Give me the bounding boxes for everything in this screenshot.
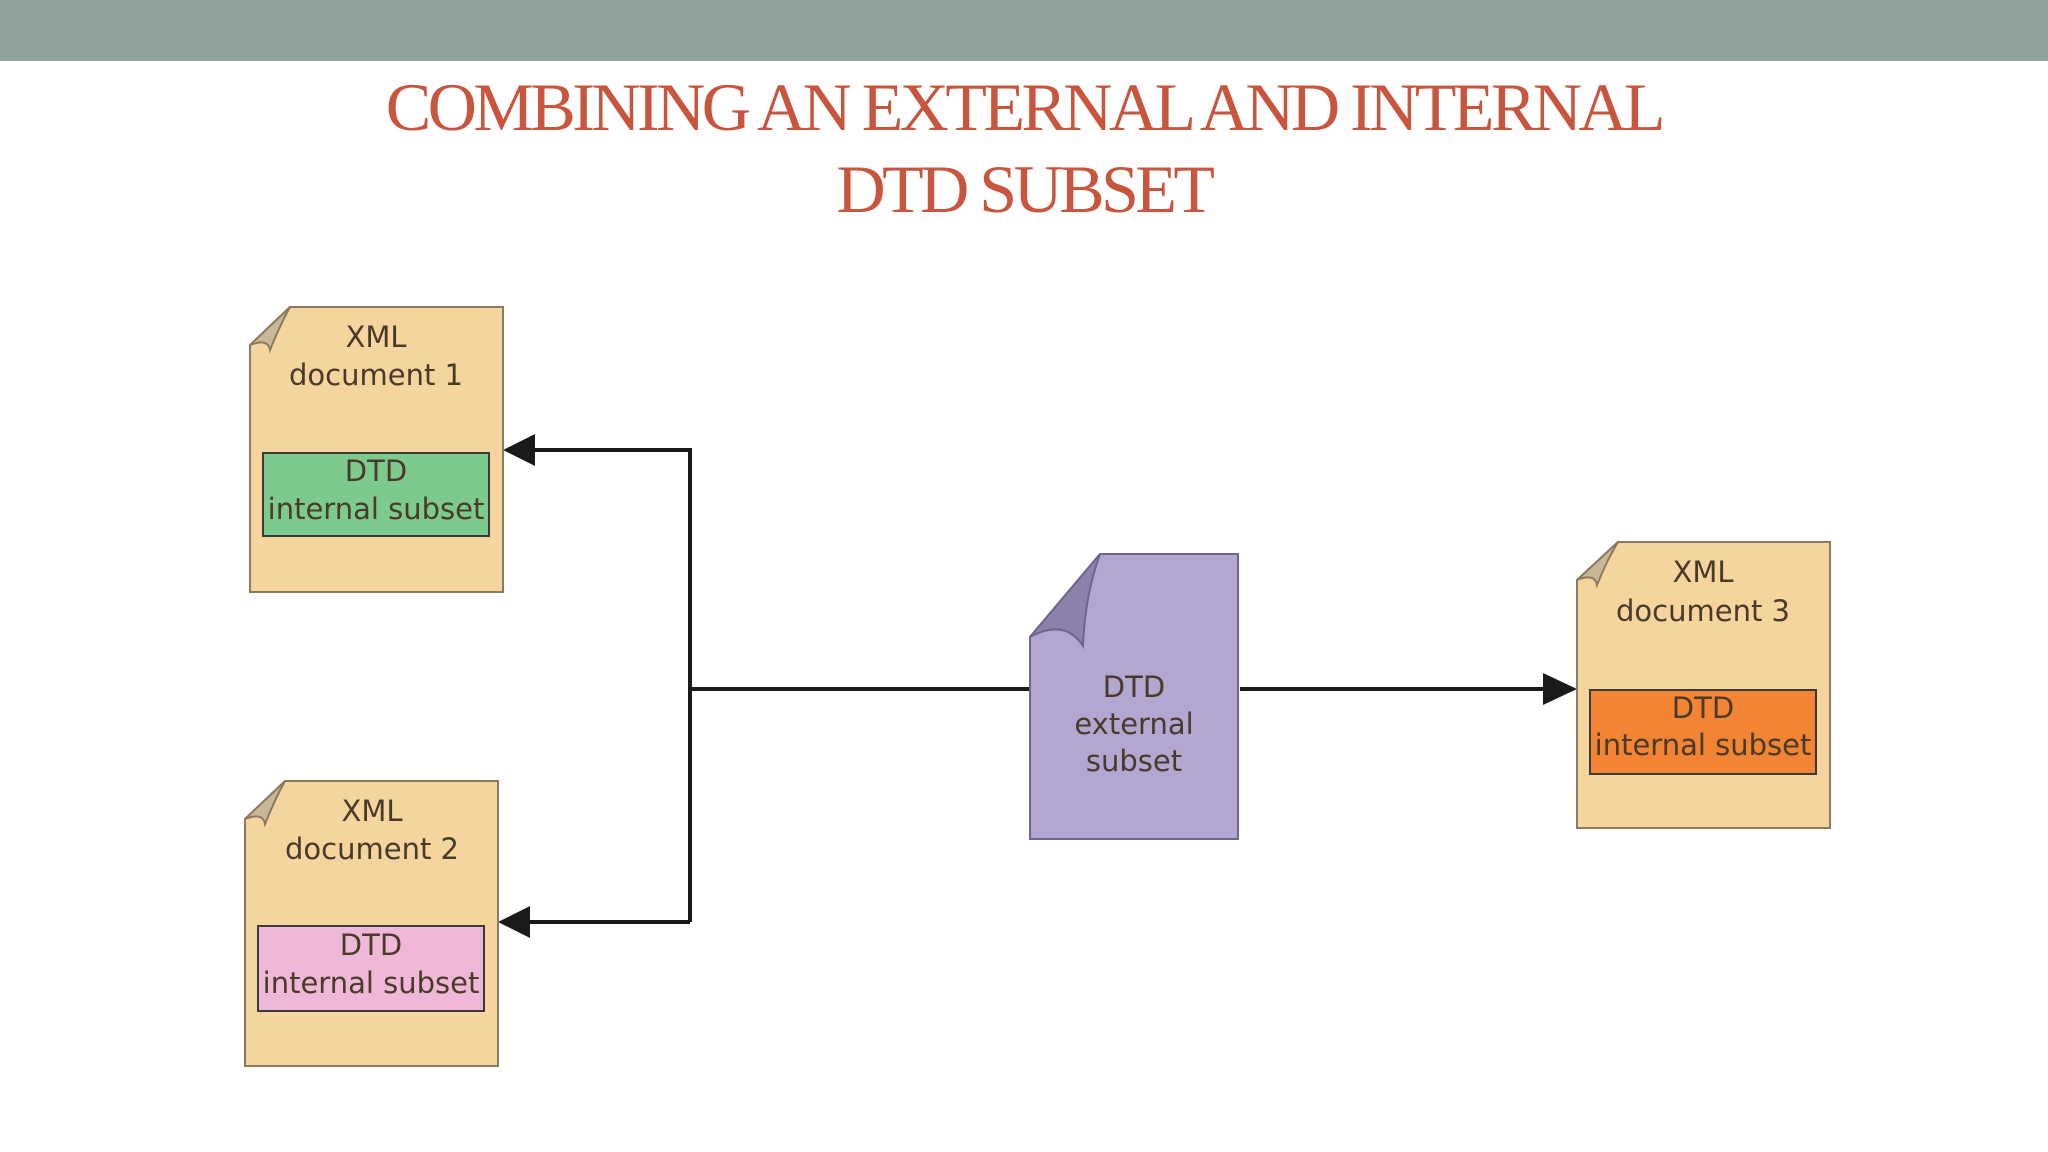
dtd-external-subset: DTD external subset (1029, 553, 1239, 840)
top-bar (0, 0, 2048, 61)
document-2-subset-line2: internal subset (263, 966, 480, 1000)
external-subset-line2: external (1074, 707, 1193, 741)
xml-document-3: XML document 3 DTD internal subset (1576, 541, 1831, 829)
document-3-internal-subset-box (1589, 689, 1817, 775)
connectors (498, 434, 1577, 938)
arrowhead-doc3 (1543, 673, 1577, 705)
document-2-fold-icon (244, 780, 286, 828)
external-subset-line3: subset (1086, 744, 1182, 778)
document-1-internal-subset-box (262, 452, 490, 537)
document-3-title-line2: document 3 (1616, 594, 1790, 628)
arrowhead-doc1 (503, 434, 535, 466)
document-3-subset-line1: DTD (1672, 691, 1734, 725)
xml-document-2: XML document 2 DTD internal subset (244, 780, 499, 1067)
document-2-subset-line1: DTD (340, 928, 402, 962)
document-3-fold-icon (1576, 541, 1619, 589)
document-1-fold-icon (249, 306, 291, 354)
slide-title: COMBINING AN EXTERNAL AND INTERNAL DTD S… (224, 66, 1824, 230)
document-3-title-line1: XML (1672, 555, 1733, 589)
document-1-title-line2: document 1 (289, 358, 463, 392)
document-2-internal-subset-box (257, 925, 485, 1012)
document-2-title-line2: document 2 (285, 832, 459, 866)
document-1-subset-line1: DTD (345, 454, 407, 488)
external-subset-line1: DTD (1103, 670, 1165, 704)
title-line-1: COMBINING AN EXTERNAL AND INTERNAL (385, 69, 1666, 145)
document-3-subset-line2: internal subset (1595, 728, 1812, 762)
external-subset-fold-icon (1029, 553, 1101, 650)
xml-document-1: XML document 1 DTD internal subset (249, 306, 504, 593)
document-1-title-line1: XML (345, 320, 406, 354)
arrowhead-doc2 (498, 906, 530, 938)
title-line-2: DTD SUBSET (836, 151, 1215, 227)
document-1-subset-line2: internal subset (268, 492, 485, 526)
document-2-title-line1: XML (341, 794, 402, 828)
